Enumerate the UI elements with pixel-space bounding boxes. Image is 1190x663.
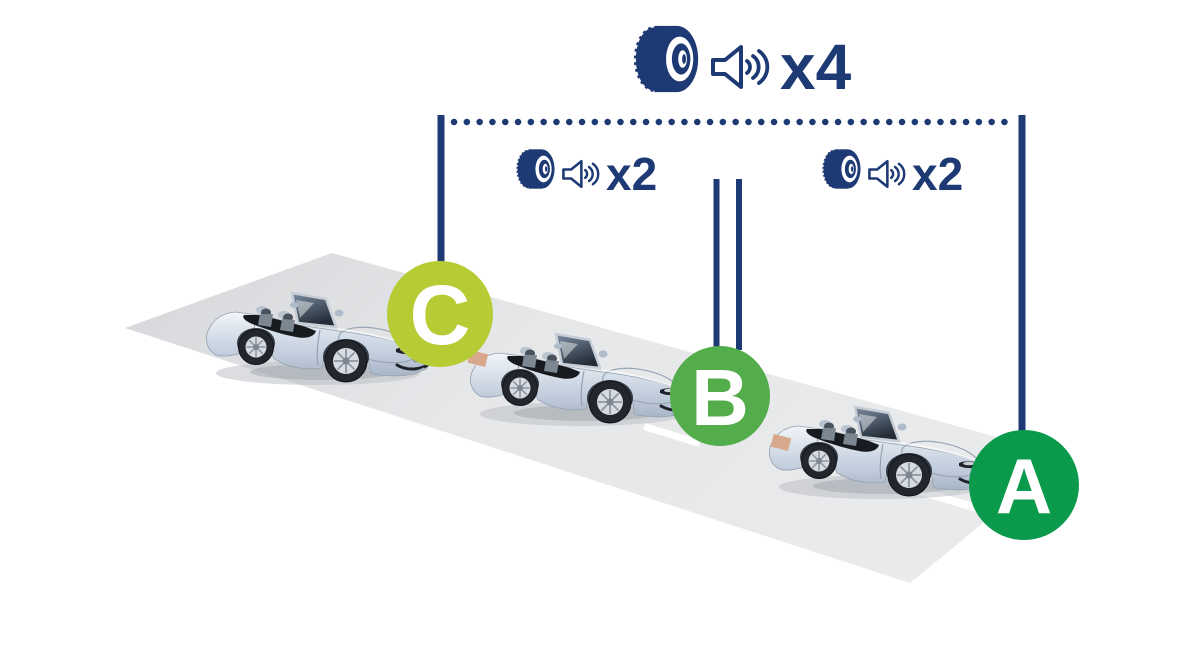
pair-legend-right: x2 xyxy=(820,148,963,200)
tire-icon xyxy=(514,148,556,190)
marker-a: A xyxy=(969,430,1079,540)
marker-a-letter: A xyxy=(996,442,1052,530)
marker-c-letter: C xyxy=(410,268,471,362)
speaker-sound-icon xyxy=(868,159,906,189)
pair-legend-left: x2 xyxy=(514,148,657,200)
marker-a-circle xyxy=(969,430,1079,540)
speaker-sound-icon xyxy=(562,159,600,189)
lane-marking-dash xyxy=(643,423,701,447)
tire-icon xyxy=(630,24,700,94)
marker-c-circle xyxy=(387,261,493,367)
count-label-x2-left: x2 xyxy=(606,148,657,200)
marker-b-circle xyxy=(670,346,770,446)
count-label-x4: x4 xyxy=(780,31,852,103)
speaker-sound-icon xyxy=(713,47,767,87)
count-label-x2-right: x2 xyxy=(912,148,963,200)
top-legend: x4 xyxy=(630,24,852,103)
marker-b: B xyxy=(670,346,770,446)
marker-c: C xyxy=(387,261,493,367)
tire-icon xyxy=(820,148,862,190)
marker-b-letter: B xyxy=(691,353,749,442)
marker-tab xyxy=(770,434,792,451)
